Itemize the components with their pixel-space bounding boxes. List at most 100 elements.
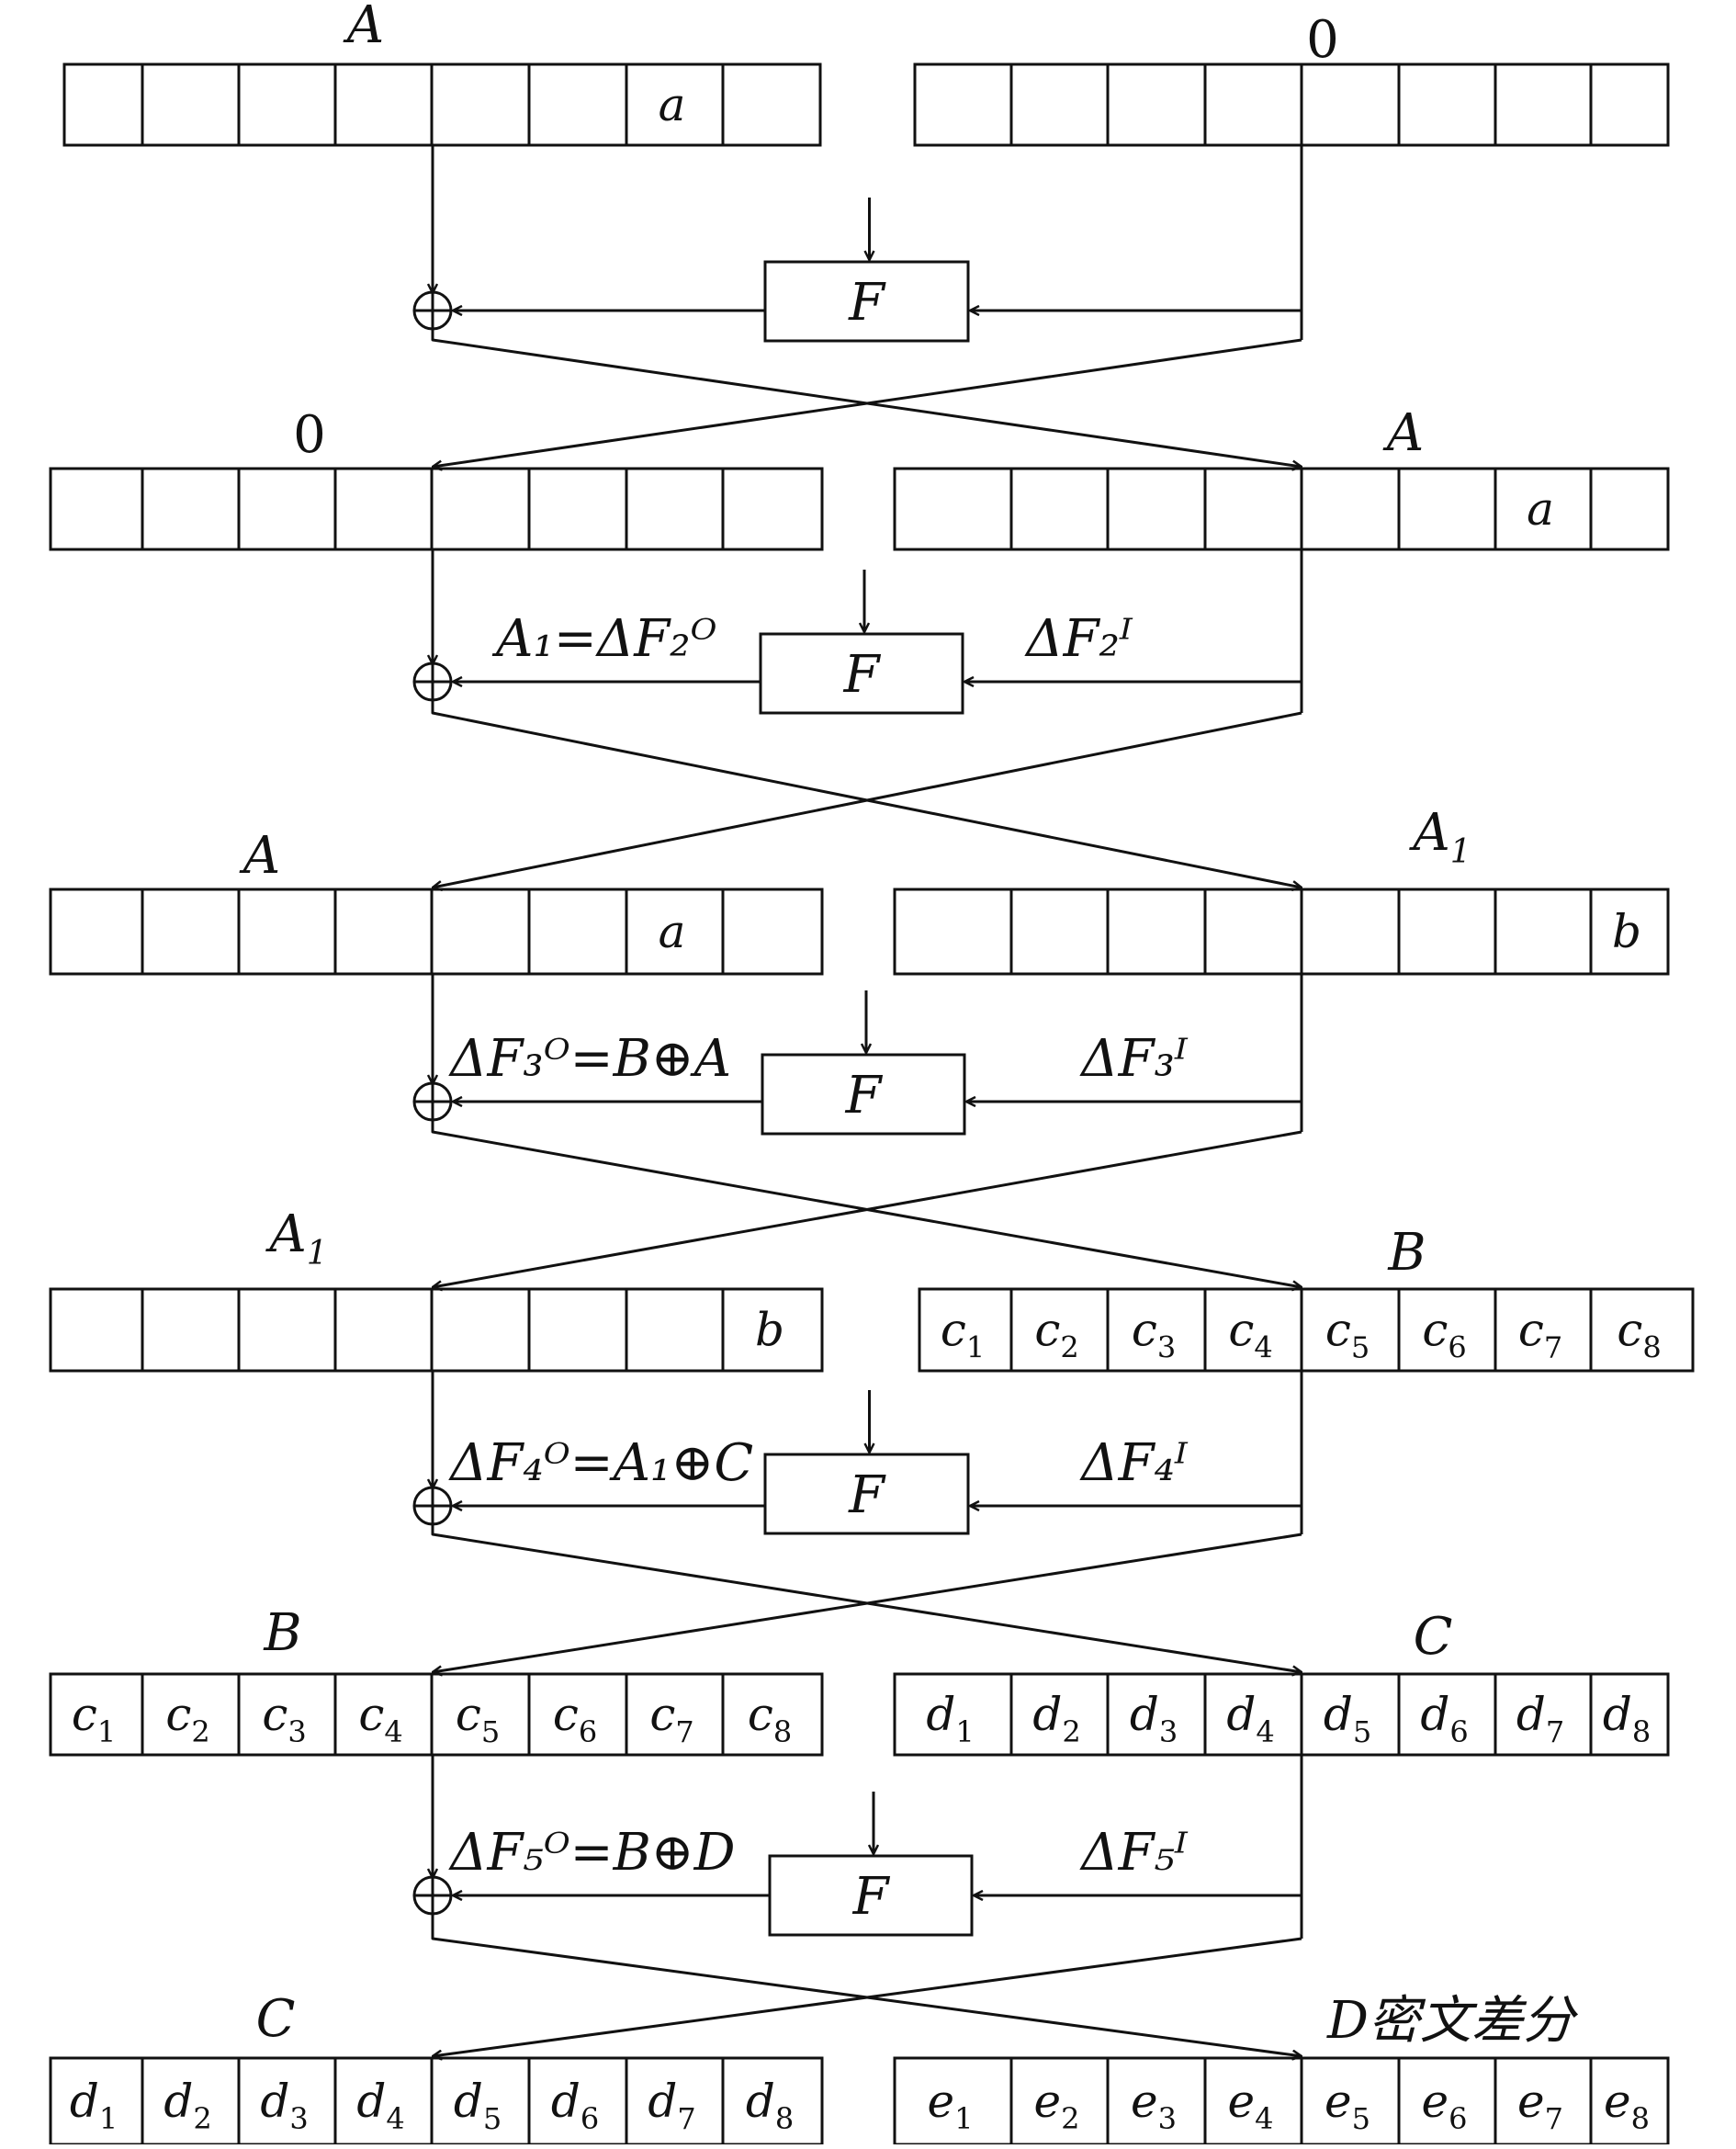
f-output-difference-label: ΔF₄ᴼ=A₁⊕C [448, 1433, 753, 1493]
f-input-difference-label: ΔF₅ᴵ [1079, 1823, 1189, 1883]
register-cell [1009, 1287, 1110, 1373]
f-output-difference-label: ΔF₅ᴼ=B⊕D [448, 1823, 736, 1883]
cell-label: c5 [456, 1688, 500, 1749]
f-input-difference-label: ΔF₃ᴵ [1079, 1029, 1189, 1089]
f-function-box [768, 1854, 974, 1937]
register-cell [1397, 2056, 1497, 2146]
register-cell [1203, 888, 1303, 976]
register-cell [141, 2056, 241, 2146]
f-input-difference-label: ΔF₂ᴵ [1024, 609, 1133, 669]
cell-label: d6 [1420, 1688, 1468, 1749]
left-half-label: A [239, 826, 280, 886]
register-cell [237, 1287, 337, 1373]
register-cell [721, 467, 824, 551]
right-half-label: A1 [1408, 803, 1471, 871]
cell-label: d2 [1032, 1688, 1080, 1749]
register-cell [625, 2056, 725, 2146]
cell-label: d4 [356, 2075, 404, 2136]
register-cell [1589, 467, 1670, 551]
cell-label: d6 [551, 2075, 599, 2136]
register-cell [721, 888, 824, 976]
cell-label: d4 [1226, 1688, 1274, 1749]
f-output-difference-label: ΔF₃ᴼ=B⊕A [448, 1029, 731, 1089]
f-function-label: F [852, 1867, 891, 1927]
register-cell [237, 467, 337, 551]
cell-label: d8 [1603, 1688, 1651, 1749]
round-1: F [412, 145, 1302, 467]
register-cell [333, 1672, 434, 1757]
register-cell [1494, 467, 1593, 551]
register-cell [893, 888, 1013, 976]
register-cell [1300, 888, 1401, 976]
right-register-row-2: a [893, 467, 1670, 551]
register-cell [527, 62, 628, 147]
cell-label: d8 [746, 2075, 794, 2136]
cell-label: d3 [1130, 1688, 1178, 1749]
register-cell [237, 888, 337, 976]
cell-label: c5 [1325, 1304, 1370, 1365]
right-half-label: A [1382, 403, 1424, 463]
register-cell [49, 1672, 144, 1757]
register-cell [1009, 888, 1110, 976]
register-cell [430, 62, 531, 147]
register-cell [141, 1672, 241, 1757]
left-half-label: 0 [293, 405, 326, 465]
f-function-box [763, 1453, 970, 1535]
register-cell [918, 1287, 1013, 1373]
cell-label: b [755, 1304, 784, 1357]
register-cell [721, 1672, 824, 1757]
cell-label: d7 [1516, 1688, 1564, 1749]
round-4: F ΔF₄ᴼ=A₁⊕C ΔF₄ᴵ [412, 1371, 1302, 1672]
register-cell [1300, 467, 1401, 551]
swap-wire-left-to-right [431, 329, 1302, 467]
register-cell [141, 62, 241, 147]
cell-label: c4 [1228, 1304, 1272, 1365]
cell-label: c6 [1422, 1304, 1466, 1365]
register-cell [625, 888, 725, 976]
register-cell [333, 1287, 434, 1373]
register-cell [721, 62, 822, 147]
f-function-box [761, 1053, 966, 1136]
register-cell [49, 1287, 144, 1373]
right-register-row-1 [913, 62, 1670, 147]
left-half-label: A1 [265, 1205, 327, 1272]
cell-label: c1 [72, 1688, 116, 1749]
register-cell [625, 1672, 725, 1757]
register-cell [1589, 2056, 1670, 2146]
register-cell [527, 467, 628, 551]
cell-label: c6 [553, 1688, 597, 1749]
cell-label: d1 [926, 1688, 974, 1749]
register-cell [430, 1672, 531, 1757]
register-cell [1106, 1672, 1207, 1757]
f-function-label: F [848, 1465, 886, 1525]
register-cell [1106, 888, 1207, 976]
swap-wire-right-to-left [433, 1130, 1302, 1287]
register-cell [141, 888, 241, 976]
swap-wire-left-to-right [431, 1120, 1302, 1287]
cell-label: c2 [165, 1688, 209, 1749]
cell-label: a [1527, 482, 1554, 536]
cell-label: c2 [1034, 1304, 1078, 1365]
register-cell [430, 467, 531, 551]
right-half-label: 0 [1306, 10, 1339, 70]
register-cell [1203, 1672, 1303, 1757]
cell-label: e5 [1325, 2075, 1370, 2136]
cell-label: e6 [1422, 2075, 1468, 2136]
register-cell [1009, 1672, 1110, 1757]
register-cell [1494, 888, 1593, 976]
cell-label: b [1612, 905, 1641, 958]
cell-label: d5 [1324, 1688, 1371, 1749]
f-function-label: F [848, 273, 886, 333]
register-cell [625, 467, 725, 551]
register-cell [1494, 62, 1593, 147]
f-input-difference-label: ΔF₄ᴵ [1079, 1433, 1189, 1493]
cell-label: c3 [262, 1688, 306, 1749]
register-cell [1009, 62, 1110, 147]
left-register-row-2 [49, 467, 824, 551]
cell-label: e2 [1034, 2075, 1080, 2136]
right-register-row-3: b [893, 888, 1670, 976]
